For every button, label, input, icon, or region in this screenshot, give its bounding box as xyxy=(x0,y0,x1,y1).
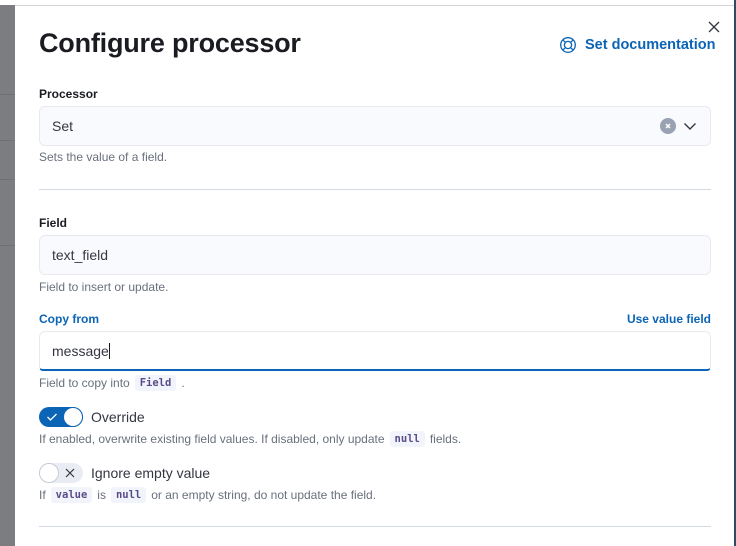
code-badge: null xyxy=(389,431,425,447)
clear-icon[interactable] xyxy=(660,118,676,134)
code-badge: Field xyxy=(134,375,177,391)
ignore-empty-switch[interactable] xyxy=(39,463,83,483)
chevron-down-icon[interactable] xyxy=(682,118,698,134)
processor-select[interactable]: Set xyxy=(39,106,711,146)
copy-from-help: Field to copy into Field . xyxy=(39,375,185,391)
text-cursor xyxy=(108,342,110,359)
code-badge: value xyxy=(50,487,93,503)
field-value: text_field xyxy=(52,247,109,263)
processor-label: Processor xyxy=(39,87,98,101)
processor-value: Set xyxy=(52,118,74,134)
help-text: If enabled, overwrite existing field val… xyxy=(39,432,385,446)
ignore-empty-help: If value is null or an empty string, do … xyxy=(39,487,376,503)
use-value-field-link[interactable]: Use value field xyxy=(626,312,711,326)
page-title: Configure processor xyxy=(39,28,301,58)
override-help: If enabled, overwrite existing field val… xyxy=(39,431,461,447)
override-label: Override xyxy=(91,409,145,425)
help-lifebuoy-icon xyxy=(560,37,576,53)
field-input[interactable]: text_field xyxy=(39,235,711,275)
help-text: is xyxy=(97,488,106,502)
override-switch[interactable] xyxy=(39,407,83,427)
section-divider xyxy=(39,189,711,190)
code-badge: null xyxy=(110,487,147,503)
page-backdrop xyxy=(0,5,15,546)
close-icon xyxy=(708,21,720,33)
help-text: fields. xyxy=(429,432,462,446)
section-divider xyxy=(39,526,711,527)
processor-help: Sets the value of a field. xyxy=(39,150,168,164)
copy-from-value: message xyxy=(52,342,109,359)
copy-from-label: Copy from xyxy=(39,312,99,326)
override-toggle-row[interactable]: Override xyxy=(39,407,145,427)
field-label: Field xyxy=(39,216,68,230)
ignore-empty-label: Ignore empty value xyxy=(91,465,211,481)
ignore-empty-toggle-row[interactable]: Ignore empty value xyxy=(39,463,210,483)
copy-from-input[interactable]: message xyxy=(39,331,711,371)
field-help: Field to insert or update. xyxy=(39,280,169,294)
check-icon xyxy=(42,407,62,427)
help-text: If xyxy=(39,488,46,502)
help-text: . xyxy=(181,376,185,390)
documentation-link-label: Set documentation xyxy=(585,37,716,53)
window-right-edge xyxy=(734,0,736,546)
cross-icon xyxy=(60,463,80,483)
documentation-link[interactable]: Set documentation xyxy=(559,36,716,54)
help-text: or an empty string, do not update the fi… xyxy=(151,488,377,502)
close-button[interactable] xyxy=(705,18,723,36)
flyout-top-border xyxy=(15,5,736,6)
help-text: Field to copy into xyxy=(39,376,130,390)
